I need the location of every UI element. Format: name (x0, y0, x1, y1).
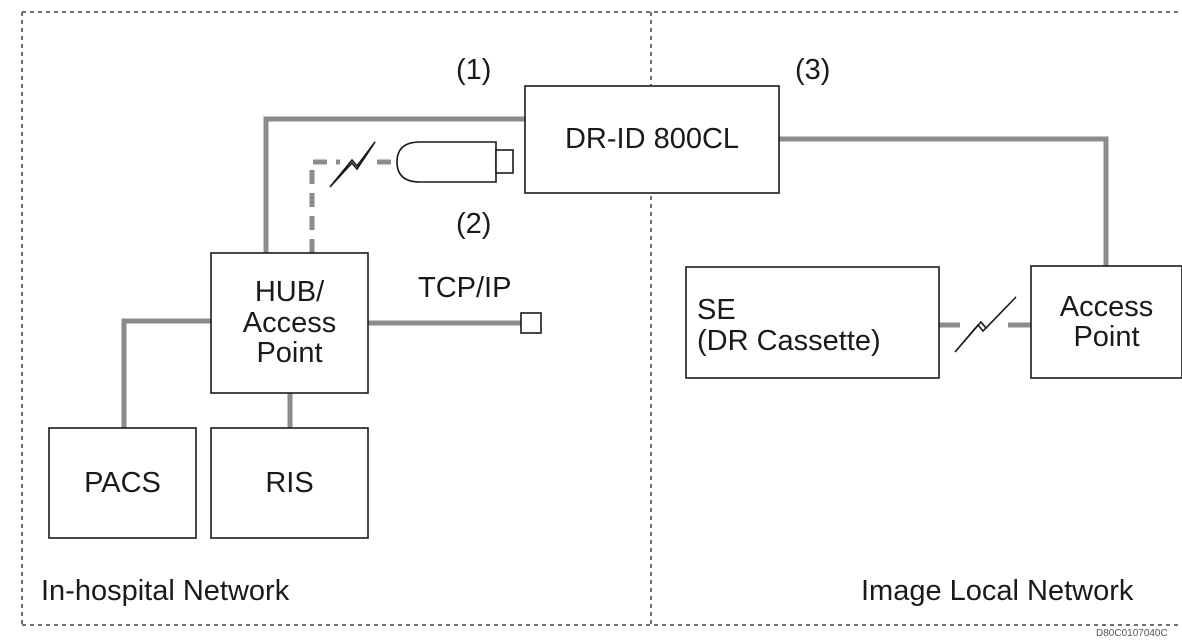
tcp-ip-label: TCP/IP (418, 272, 512, 304)
connection-label-3: (3) (795, 54, 831, 86)
hub-box (210, 252, 369, 394)
solid-connections (121, 116, 1109, 428)
dr-id-name: DR-ID 800CL (564, 123, 740, 156)
network-port-icon (520, 312, 542, 334)
ris-name: RIS (265, 466, 314, 499)
zone-border (21, 11, 1182, 626)
figure-code: D80C0107040C (1096, 628, 1168, 639)
dr-id-box (524, 85, 780, 194)
pacs-name: PACS (84, 466, 161, 499)
access-point-label-line-2: Point (1073, 321, 1140, 353)
hub-label-line-1: HUB/ (254, 276, 325, 309)
dr-id-label: DR-ID 800CL (525, 86, 779, 193)
zone-label-image-local: Image Local Network (861, 575, 1134, 607)
hub-label-line-3: Point (256, 337, 323, 370)
connection-label-2: (2) (456, 208, 492, 240)
connection-hub-pacs (121, 318, 211, 428)
se-box (685, 266, 940, 379)
access-point-label: Access Point (1031, 266, 1182, 378)
se-label-line-2: (DR Cassette) (697, 324, 881, 357)
ris-label: RIS (211, 428, 368, 538)
connection-1 (263, 116, 525, 253)
pacs-box (48, 427, 197, 539)
lightning-wireless-icon (954, 296, 1017, 353)
connection-3 (779, 136, 1109, 266)
pacs-label: PACS (49, 428, 196, 538)
se-label-line-1: SE (697, 294, 736, 327)
hub-label-line-2: Access (242, 306, 337, 339)
usb-wireless-adapter-icon (396, 141, 514, 183)
connection-2-dashed (309, 159, 395, 253)
access-point-box (1030, 265, 1182, 379)
hub-label: HUB/ Access Point (211, 253, 368, 393)
lightning-wireless-icon (329, 141, 376, 188)
connection-label-1: (1) (456, 54, 492, 86)
ris-box (210, 427, 369, 539)
access-point-label-line-1: Access (1059, 290, 1154, 323)
zone-label-in-hospital: In-hospital Network (41, 575, 290, 607)
se-label: SE (DR Cassette) (686, 270, 939, 381)
